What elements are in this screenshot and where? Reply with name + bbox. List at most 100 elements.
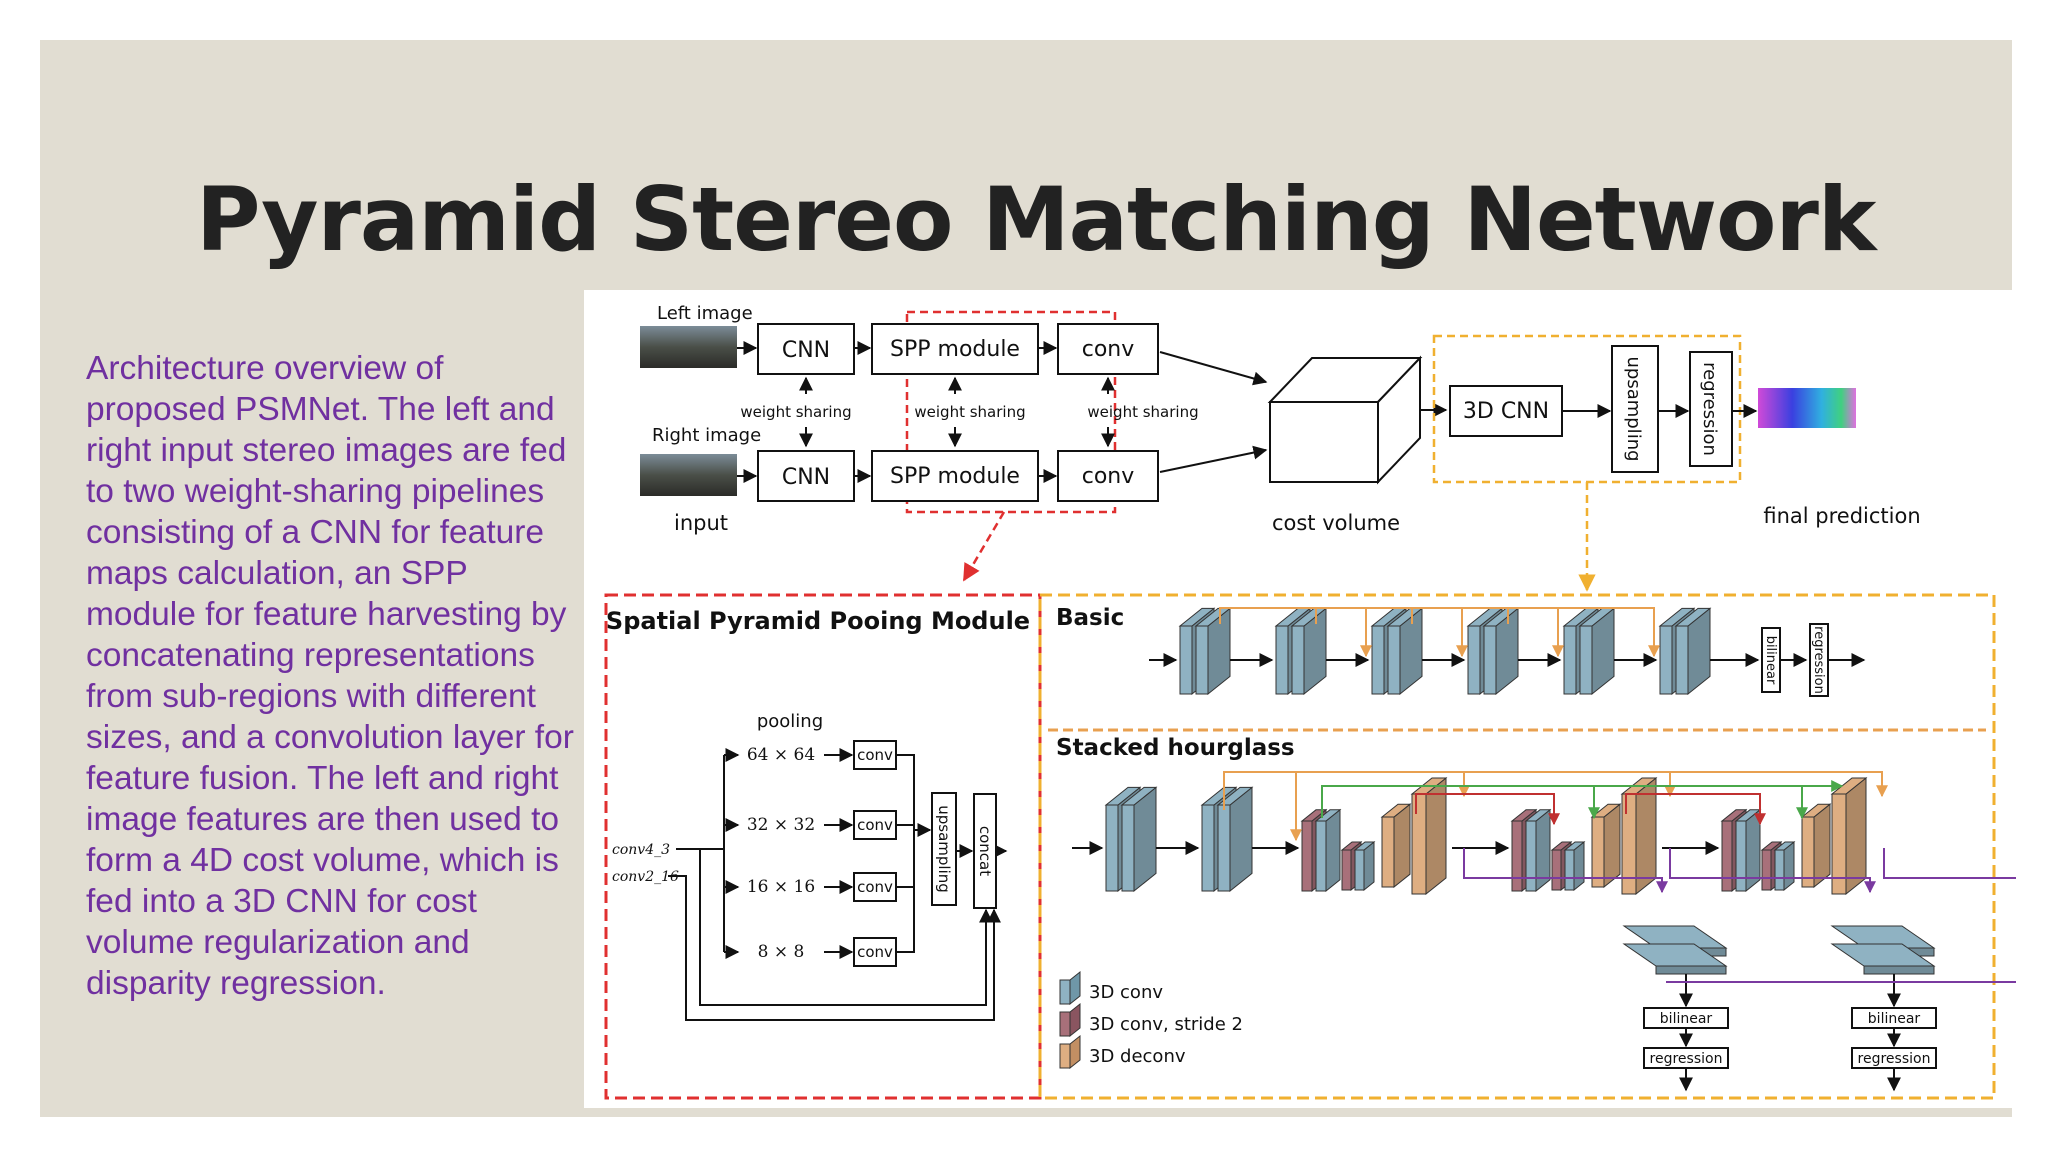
spp-left-label: SPP module	[890, 337, 1020, 362]
basic-bilinear-label: bilinear	[1763, 636, 1778, 685]
spp-conv-label-4: conv	[857, 943, 893, 961]
hourglass-layer-stack	[1072, 771, 1888, 896]
spp-conv-label-1: conv	[857, 746, 893, 764]
legend-label-3d-deconv: 3D deconv	[1089, 1046, 1186, 1067]
spp-concat-label: concat	[976, 826, 994, 876]
architecture-diagram: Left image Right image input CNN CNN wei…	[604, 303, 2016, 1100]
spp-left-box	[871, 323, 1039, 375]
spp-detail-panel	[604, 593, 1042, 1100]
left-image-label: Left image	[657, 303, 753, 324]
pool-size-16: 16 × 16	[747, 877, 815, 897]
hourglass-skip-input-orange	[1223, 771, 1302, 842]
architecture-figure: Left image Right image input CNN CNN wei…	[584, 290, 2016, 1108]
hg1-conv-2	[1353, 840, 1376, 892]
slide-caption: Architecture overview of proposed PSMNet…	[86, 350, 574, 1002]
left-image-thumbnail	[640, 326, 737, 368]
spp-conv-box-1	[853, 740, 897, 770]
basic-skip-connection-2	[1315, 607, 1468, 658]
conv2-16-label: conv2_16	[612, 869, 679, 885]
pool-size-32: 32 × 32	[747, 815, 815, 835]
output-head-2-feed	[1669, 848, 1876, 894]
spp-conv-box-3	[853, 872, 897, 902]
hg1-deconv-2	[1410, 776, 1448, 896]
disparity-map-thumbnail	[1758, 388, 1856, 428]
legend-label-3d-conv-stride2: 3D conv, stride 2	[1089, 1014, 1243, 1035]
output-head-1-feed	[1463, 848, 1668, 894]
basic-conv-layer-4	[1290, 607, 1328, 696]
basic-conv-layer-6	[1386, 607, 1424, 696]
spp-conv-box-4	[853, 937, 897, 967]
legend: 3D conv 3D conv, stride 2 3D deconv	[1059, 970, 1243, 1070]
basic-skip-connection-4	[1507, 607, 1660, 658]
output-head-1-regression-label: regression	[1650, 1051, 1723, 1067]
hg1-conv-1	[1314, 808, 1342, 893]
basic-bilinear-box	[1761, 627, 1781, 693]
spp-upsampling-label: upsampling	[935, 805, 953, 893]
stacked-hourglass-title: Stacked hourglass	[1056, 735, 1295, 761]
conv-left-box	[1057, 323, 1159, 375]
hg2-conv-1	[1524, 808, 1552, 893]
hourglass-skip-red-2	[1625, 793, 1766, 826]
spp-concat-box	[973, 793, 997, 909]
legend-swatch-3d-conv-stride2	[1059, 1002, 1081, 1038]
basic-conv-layer-2	[1194, 607, 1232, 696]
basic-regression-box	[1809, 623, 1829, 697]
hg3-deconv-2	[1830, 776, 1868, 896]
spp-highlight-box	[905, 310, 1117, 514]
cnn-left-label: CNN	[782, 338, 830, 363]
output-head-2-bilinear-label: bilinear	[1868, 1011, 1921, 1027]
pool-size-8: 8 × 8	[758, 942, 805, 962]
basic-skip-connection-1	[1219, 607, 1372, 658]
basic-conv-layer-8	[1482, 607, 1520, 696]
hourglass-skip-orange-3	[1670, 771, 1888, 798]
output-head-1: bilinear regression	[1463, 848, 1729, 1092]
cnn3d-detail-panel	[1038, 593, 1996, 1100]
spp-right-box	[871, 450, 1039, 502]
conv-right-label: conv	[1082, 464, 1135, 489]
conv-right-box	[1057, 450, 1159, 502]
final-prediction-label: final prediction	[1763, 504, 1920, 528]
cost-volume-label: cost volume	[1272, 511, 1400, 535]
basic-skip-connection-3	[1411, 607, 1564, 658]
spp-right-label: SPP module	[890, 464, 1020, 489]
hg1-deconv-1	[1380, 803, 1412, 889]
basic-title: Basic	[1056, 605, 1124, 631]
input-label: input	[674, 511, 728, 535]
conv-left-label: conv	[1082, 337, 1135, 362]
hourglass-skip-red-1	[1415, 793, 1560, 826]
hg2-deconv-2	[1620, 776, 1658, 896]
hourglass-input-layer-2	[1120, 786, 1158, 893]
hg3-conv-2	[1773, 840, 1796, 892]
cnn3d-box	[1449, 385, 1563, 437]
legend-swatch-3d-deconv	[1059, 1034, 1081, 1070]
basic-conv-layer-12	[1674, 607, 1712, 696]
legend-label-3d-conv: 3D conv	[1089, 982, 1163, 1003]
output-head-1-bilinear-label: bilinear	[1660, 1011, 1713, 1027]
slide-title: Pyramid Stereo Matching Network	[196, 168, 1876, 271]
spp-conv-label-2: conv	[857, 816, 893, 834]
hg3-deconv-1	[1800, 803, 1832, 889]
cnn3d-label: 3D CNN	[1463, 399, 1549, 424]
upsampling-label: upsampling	[1623, 356, 1644, 461]
hourglass-module-3	[1720, 776, 1868, 896]
weight-sharing-label-1: weight sharing	[740, 403, 851, 421]
hourglass-module-2	[1510, 776, 1720, 896]
right-image-thumbnail	[640, 454, 737, 496]
legend-swatch-3d-conv	[1059, 970, 1081, 1006]
hourglass-skip-green-1	[1321, 785, 1600, 820]
basic-layer-stack	[1149, 607, 1866, 696]
spp-conv-label-3: conv	[857, 878, 893, 896]
cost-volume-cube	[1267, 355, 1423, 485]
conv4-3-label: conv4_3	[612, 842, 670, 858]
hourglass-module-1	[1300, 776, 1510, 896]
upsampling-box	[1611, 345, 1659, 473]
hg2-deconv-1	[1590, 803, 1622, 889]
regression-box	[1689, 351, 1733, 467]
pooling-label: pooling	[757, 711, 823, 732]
spp-conv-box-2	[853, 810, 897, 840]
pool-size-64: 64 × 64	[747, 745, 815, 765]
regression-label: regression	[1699, 362, 1720, 456]
hg2-conv-2	[1563, 840, 1586, 892]
